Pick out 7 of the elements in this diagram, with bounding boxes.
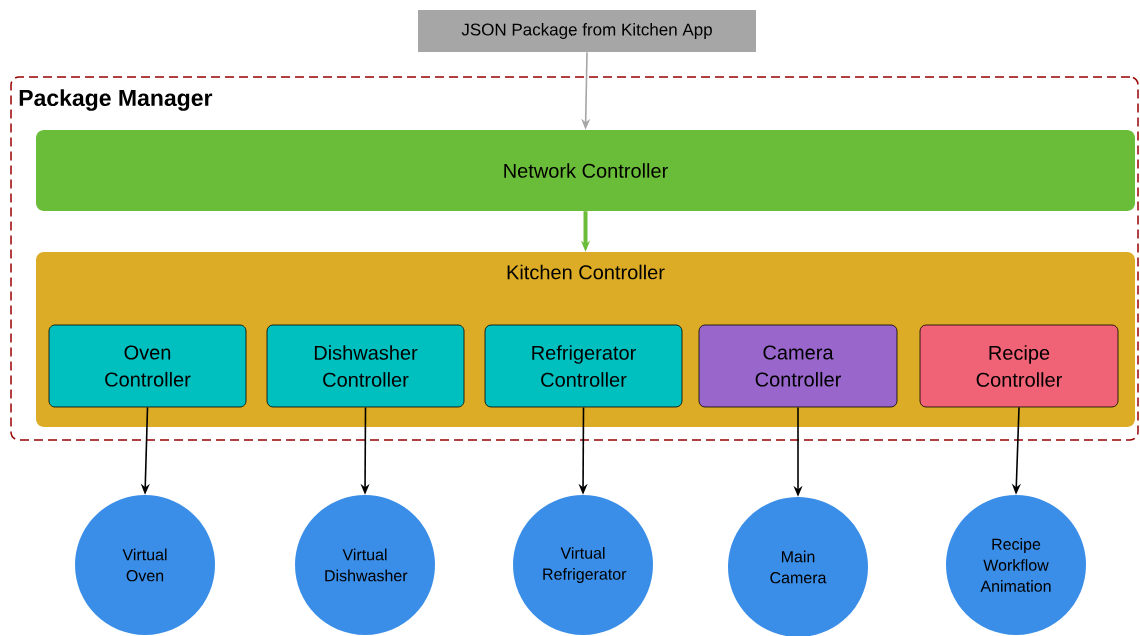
controller-box: Oven Controller xyxy=(48,324,247,408)
controller-band: Network Controller xyxy=(36,130,1135,211)
source-box: JSON Package from Kitchen App xyxy=(418,10,756,52)
controller-box: Refrigerator Controller xyxy=(484,324,683,408)
controller-box: Camera Controller xyxy=(698,324,898,408)
controller-box: Dishwasher Controller xyxy=(266,324,465,408)
controller-box: Recipe Controller xyxy=(919,324,1119,408)
